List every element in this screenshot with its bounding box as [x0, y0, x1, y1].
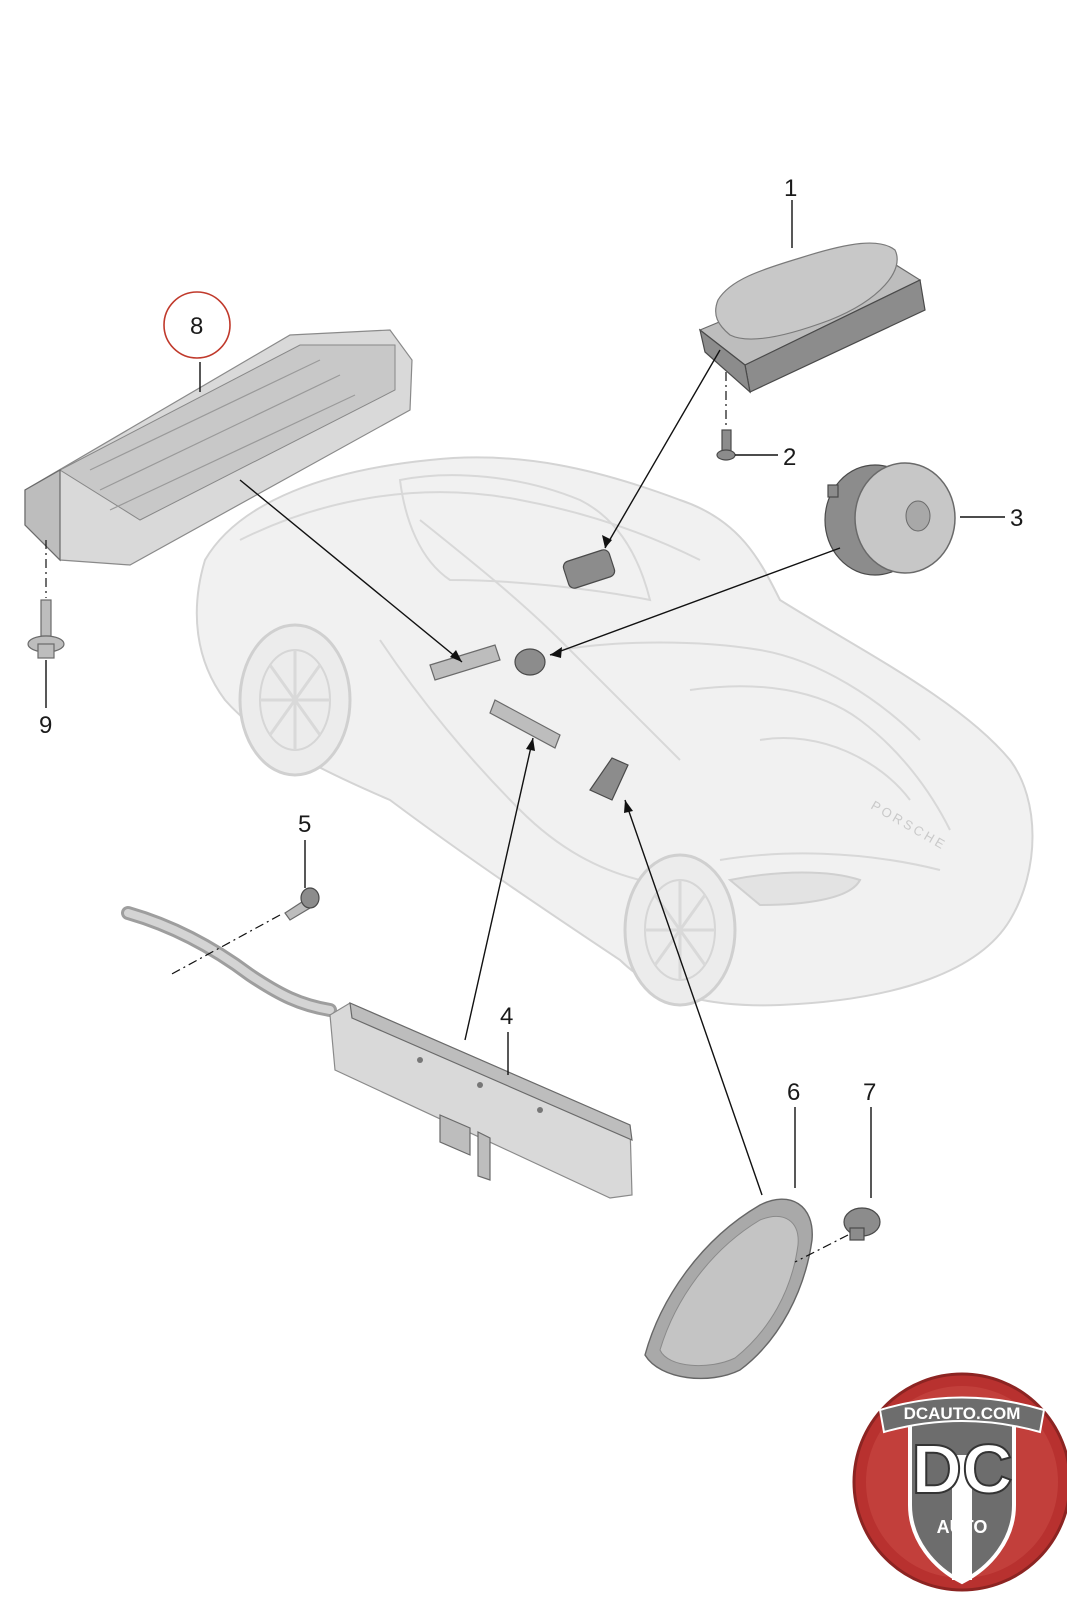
part-1-airbag-module [698, 242, 926, 394]
part-2-screw [716, 429, 736, 461]
logo-bottom-text: AUTO [937, 1517, 988, 1537]
dcauto-logo: DCAUTO.COM DC AUTO [852, 1372, 1067, 1592]
callout-3[interactable]: 3 [1010, 505, 1023, 532]
highlight-ring [163, 291, 231, 359]
callout-2[interactable]: 2 [783, 444, 796, 471]
car-silhouette: PORSCHE [195, 456, 1034, 1007]
callout-6[interactable]: 6 [787, 1079, 800, 1106]
front-wheel [238, 623, 352, 777]
part-6-seat-airbag [644, 1198, 813, 1380]
part-7-nut [843, 1207, 881, 1241]
leader-lines [45, 200, 1005, 1263]
part-4-side-airbag [121, 906, 633, 1199]
callouts: 1 2 3 4 5 6 7 8 9 [39, 175, 1023, 1106]
rear-wheel [623, 853, 737, 1007]
part-8-knee-airbag [24, 329, 413, 566]
installed-parts [429, 549, 629, 801]
logo-letters: DC [911, 1430, 1012, 1508]
callout-7[interactable]: 7 [863, 1079, 876, 1106]
part-3-driver-airbag [824, 462, 956, 576]
callout-5[interactable]: 5 [298, 811, 311, 838]
part-5-screw [284, 887, 320, 921]
logo-top-text: DCAUTO.COM [904, 1404, 1021, 1423]
part-9-bolt [27, 599, 65, 659]
callout-9[interactable]: 9 [39, 712, 52, 739]
callout-1[interactable]: 1 [784, 175, 797, 202]
callout-4[interactable]: 4 [500, 1003, 513, 1030]
callout-8[interactable]: 8 [190, 313, 203, 340]
